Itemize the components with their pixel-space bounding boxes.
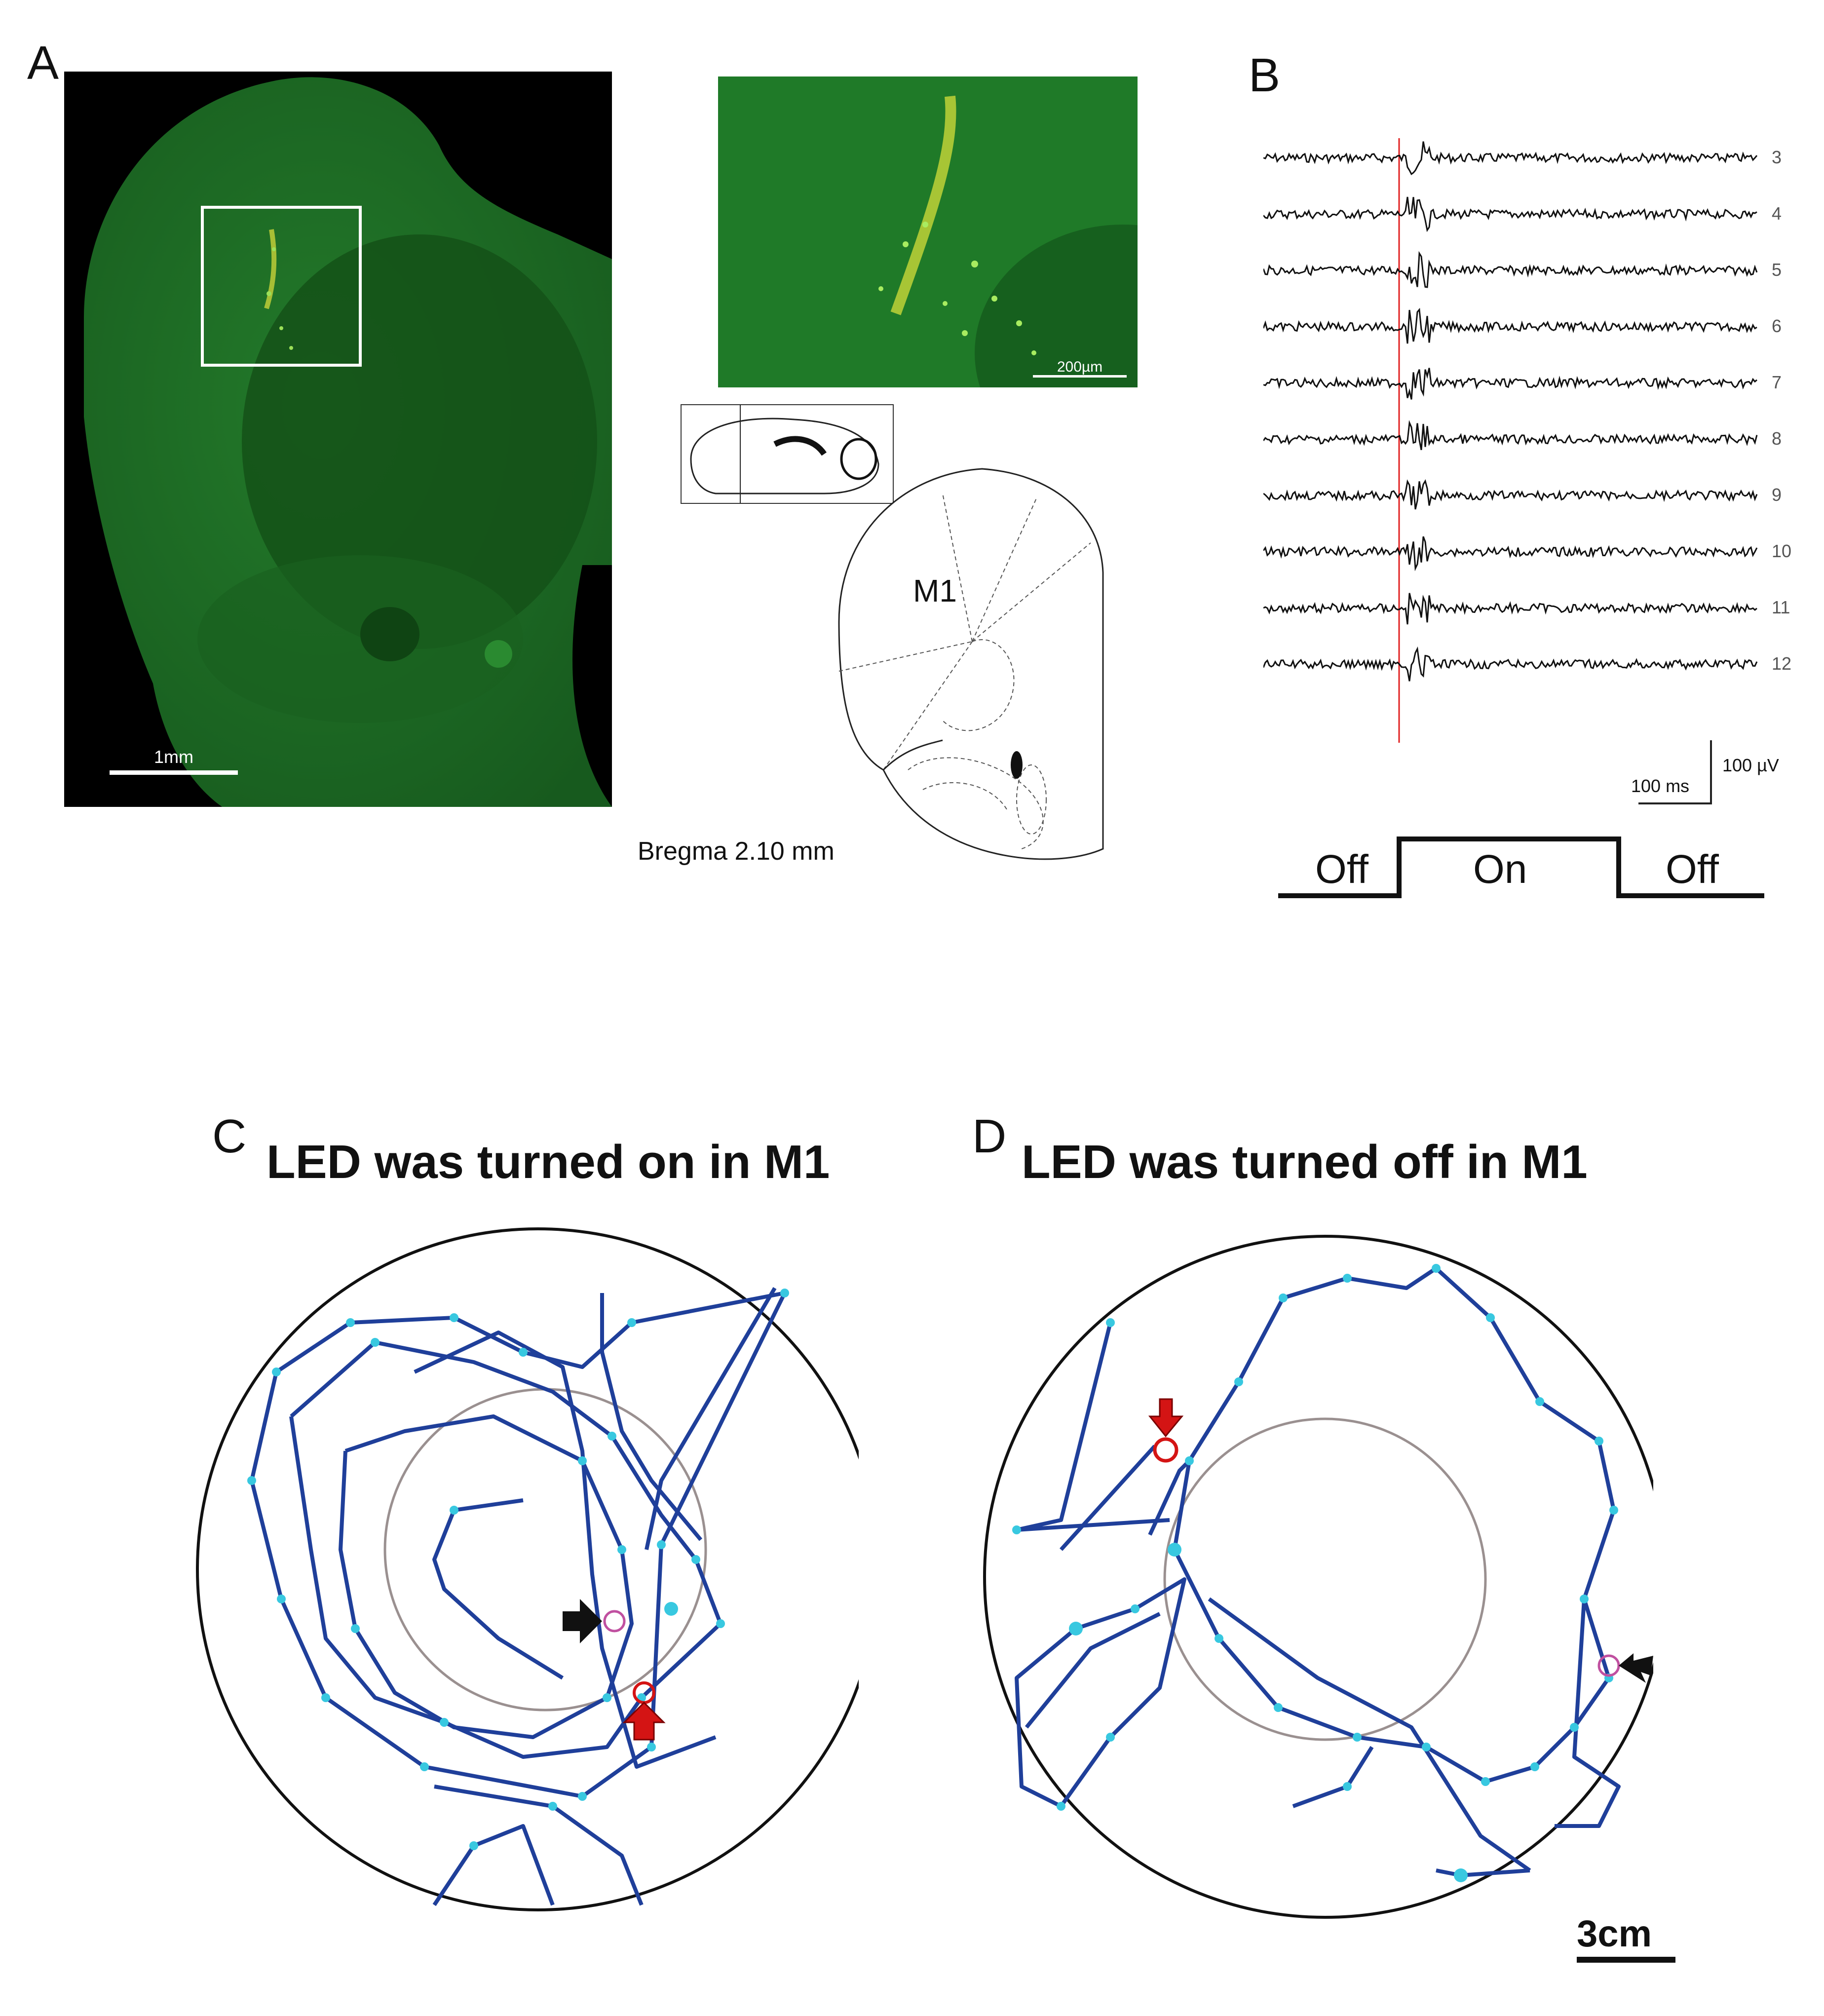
end-marker-icon [1153,1437,1178,1463]
scale-bar-3cm [1577,1957,1675,1963]
channel-label: 4 [1772,203,1782,224]
panel-letter-c: C [212,1110,247,1163]
channel-label: 3 [1772,147,1782,167]
trace-channel-9 [1263,479,1758,510]
stim-off-label-1: Off [1315,847,1368,892]
scale-label-200um: 200µm [1057,359,1103,375]
trace-channel-10 [1263,536,1758,571]
channel-label: 11 [1772,597,1790,617]
neural-traces-plot [1263,138,1758,743]
time-scale-bar [1638,802,1712,804]
trace-channel-3 [1263,141,1758,176]
channel-label: 12 [1772,653,1792,674]
red-arrow-icon [622,1701,666,1741]
trace-channel-4 [1263,196,1757,232]
fluorescence-section-image [64,72,612,807]
time-scale-label: 100 ms [1631,776,1690,796]
red-arrow-icon [1148,1398,1184,1438]
scale-bar-200um [1033,375,1127,378]
panel-letter-b: B [1249,49,1281,102]
black-arrow-icon [1619,1653,1653,1683]
coronal-atlas-diagram [838,468,1104,860]
channel-label: 7 [1772,372,1782,392]
black-arrow-icon [563,1599,602,1643]
voltage-scale-bar [1710,740,1712,804]
panel-d-title: LED was turned off in M1 [1022,1136,1588,1188]
trace-channel-6 [1263,307,1757,344]
stim-off-label-2: Off [1666,847,1719,892]
stim-on-label: On [1473,847,1527,892]
panel-c-title: LED was turned on in M1 [266,1136,830,1188]
channel-label: 10 [1772,541,1792,561]
channel-label: 6 [1772,316,1782,336]
trace-channel-12 [1263,646,1758,682]
region-label-m1: M1 [913,573,957,609]
channel-label: 9 [1772,485,1782,505]
trace-channel-8 [1263,420,1758,451]
panel-letter-a: A [27,37,59,89]
panel-letter-d: D [972,1110,1007,1163]
trace-channel-7 [1263,368,1757,400]
sagittal-atlas-inset [681,404,894,504]
fluorescence-zoom-image [718,76,1138,387]
open-field-track-led-on [196,1227,859,1911]
trace-channel-11 [1263,593,1757,625]
start-marker-icon [603,1610,626,1633]
scale-bar-1mm [110,770,238,775]
channel-label: 8 [1772,428,1782,449]
stimulus-timing-trace [1278,837,1764,898]
scale-label-3cm: 3cm [1577,1913,1652,1955]
voltage-scale-label: 100 µV [1722,755,1779,775]
open-field-track-led-off [983,1235,1653,1919]
scale-label-1mm: 1mm [154,747,193,767]
channel-label: 5 [1772,260,1782,280]
trace-channel-5 [1263,251,1758,288]
bregma-label: Bregma 2.10 mm [638,837,835,866]
